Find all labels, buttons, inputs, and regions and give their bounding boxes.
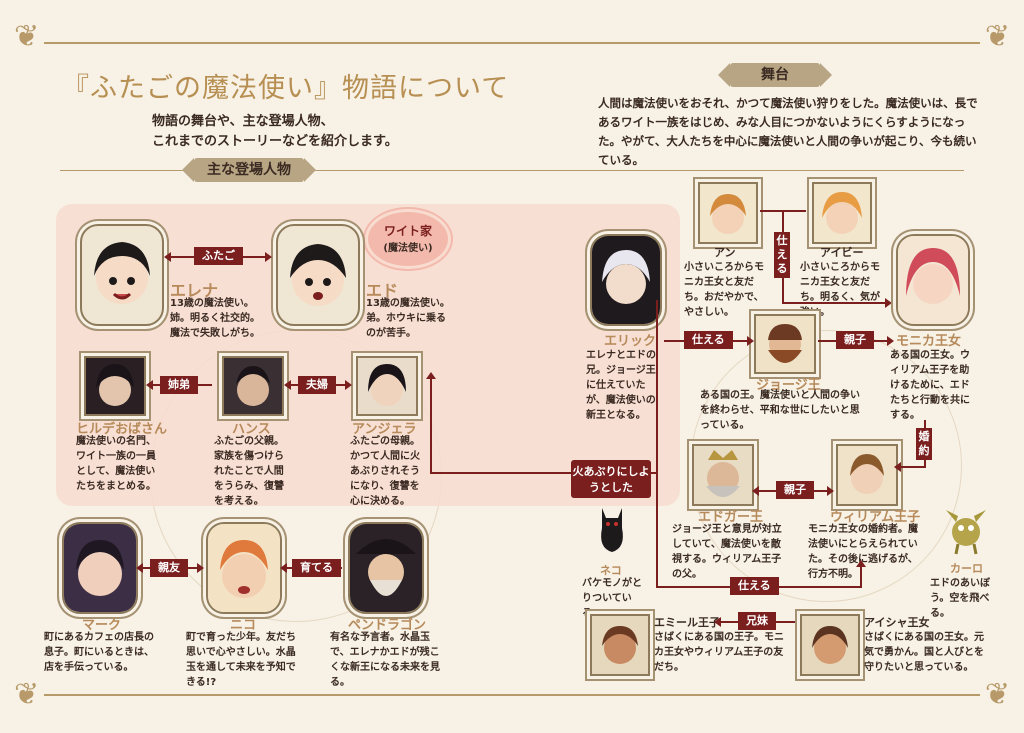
mark-portrait — [62, 522, 138, 614]
cat-icon — [592, 500, 632, 556]
engaged-h — [894, 462, 926, 472]
mark-desc: 町にあるカフェの店長の息子。町にいるときは、店を手伝っている。 — [44, 632, 154, 673]
corner-ornament-icon: ❦ — [14, 19, 40, 54]
pendragon-portrait — [348, 522, 424, 614]
angela-desc: ふたごの母親。かつて人間に火あぶりされそうになり、復讐を心に決める。 — [350, 436, 420, 507]
magic-circle-deco — [690, 330, 962, 602]
william-portrait — [836, 444, 898, 506]
intro-line-2: これまでのストーリーなどを紹介します。 — [152, 134, 398, 149]
rel-brothers: 兄妹 — [738, 612, 776, 630]
rel-raise: 育てる — [292, 559, 341, 577]
rel-fire: 火あぶりにしようとした — [571, 460, 651, 498]
rel-best-friend: 親友 — [150, 559, 188, 577]
pendragon-desc: 有名な予言者。水晶玉で、エレナかエドが残こくな新王になる未来を見る。 — [330, 632, 440, 688]
page-title: 『ふたごの魔法使い』物語について — [62, 73, 510, 104]
serve-bottom-up — [856, 560, 866, 588]
fire-arrow-up — [426, 372, 436, 382]
eric-name: エリック — [604, 334, 657, 349]
edgar-name: エドガー王 — [698, 510, 764, 525]
rel-serve-bottom: 仕える — [730, 577, 779, 595]
aisha-portrait — [800, 614, 860, 676]
neko-name: ネコ — [600, 564, 622, 577]
angela-name: アンジェラ — [352, 422, 417, 437]
anne-portrait — [698, 182, 758, 244]
monica-desc: ある国の王女。ウィリアム王子を助けるために、エドたちと行動を共にする。 — [890, 350, 970, 421]
stage-text: 人間は魔法使いをおそれ、かつて魔法使い狩りをした。魔法使いは、長であるワイト一族… — [598, 96, 978, 167]
eric-portrait — [590, 234, 662, 326]
edgar-desc: ジョージ王と意見が対立していて、魔法使いを敵視する。ウィリアム王子の父。 — [672, 524, 782, 580]
aisha-desc: さばくにある国の王女。元気で勇かん。国と人びとを守りたいと思っている。 — [864, 632, 984, 673]
corner-ornament-icon: ❦ — [14, 677, 40, 712]
corner-ornament-icon: ❦ — [984, 677, 1010, 712]
elena-desc: 13歳の魔法使い。姉。明るく社交的。魔法で失敗しがち。 — [170, 298, 260, 339]
intro-line-1: 物語の舞台や、主な登場人物、 — [152, 114, 334, 129]
rel-parent-george: 親子 — [836, 331, 874, 349]
mark-name: マーク — [82, 618, 122, 633]
bottom-border — [44, 694, 980, 696]
hilde-desc: 魔法使いの名門、ワイト一族の一員として、魔法使いたちをまとめる。 — [76, 436, 156, 492]
eric-desc: エレナとエドの兄。ジョージ王に仕えていたが、魔法使いの新王となる。 — [586, 350, 656, 421]
rel-parent-edgar: 親子 — [776, 481, 814, 499]
white-house-label: ワイト家 — [383, 224, 432, 238]
emil-name: エミール王子 — [654, 616, 720, 629]
hilde-portrait — [84, 356, 146, 416]
nico-name: ニコ — [230, 618, 257, 633]
rel-serve-anne: 仕える — [774, 232, 790, 278]
karo-desc: エドのあいぼう。空を飛べる。 — [930, 578, 990, 619]
rel-serve-eric: 仕える — [684, 331, 733, 349]
fire-line-h2 — [650, 472, 658, 474]
karo-name: カーロ — [950, 562, 983, 575]
hans-name: ハンス — [232, 422, 271, 437]
nico-portrait — [206, 522, 282, 614]
ed-portrait — [276, 224, 360, 326]
pendragon-name: ペンドラゴン — [348, 618, 427, 633]
rel-twins: ふたご — [194, 247, 243, 265]
neko-desc: バケモノがとりついている。 — [582, 578, 642, 619]
characters-banner: 主な登場人物 — [182, 158, 316, 182]
angela-portrait — [356, 356, 418, 416]
rel-siblings: 姉弟 — [160, 376, 198, 394]
fire-line-h — [430, 472, 574, 474]
george-portrait — [754, 314, 816, 374]
anne-name: アン — [714, 246, 736, 259]
top-border — [44, 42, 980, 44]
stage-banner: 舞台 — [718, 63, 832, 87]
ed-desc: 13歳の魔法使い。弟。ホウキに乗るのが苦手。 — [366, 298, 450, 339]
eric-down-line — [656, 300, 658, 586]
elena-name: エレナ — [170, 281, 219, 300]
anne-desc: 小さいころからモニカ王女と友だち。おだやかで、やさしい。 — [684, 262, 764, 318]
emil-portrait — [590, 614, 650, 676]
ivy-desc: 小さいころからモニカ王女と友だち。明るく、気が強い。 — [800, 262, 880, 318]
white-house-sub: (魔法使い) — [383, 243, 433, 254]
monica-portrait — [896, 234, 970, 326]
hans-desc: ふたごの父親。家族を傷つけられたことで人間をうらみ、復讐を考える。 — [214, 436, 284, 507]
monica-name: モニカ王女 — [896, 334, 962, 349]
george-name: ジョージ王 — [756, 378, 821, 393]
karo-icon — [942, 500, 990, 556]
fire-line-v — [430, 380, 432, 474]
rel-engaged: 婚約 — [916, 428, 932, 460]
corner-ornament-icon: ❦ — [984, 19, 1010, 54]
section-divider — [60, 170, 964, 171]
william-desc: モニカ王女の婚約者。魔法使いにとらえられていた。その後に逃げるが、行方不明。 — [808, 524, 918, 580]
hilde-name: ヒルデおばさん — [76, 422, 168, 437]
nico-desc: 町で育った少年。友だち思いで心やさしい。水晶玉を通して未来を予知できる!? — [186, 632, 296, 688]
hans-portrait — [222, 356, 284, 416]
ivy-portrait — [812, 182, 872, 244]
ed-name: エド — [366, 281, 399, 300]
george-desc: ある国の王。魔法使いと人間の争いを終わらせ、平和な世にしたいと思っている。 — [700, 390, 860, 431]
aisha-name: アイシャ王女 — [864, 616, 930, 629]
ivy-name: アイビー — [820, 246, 864, 259]
elena-portrait — [80, 224, 164, 326]
edgar-portrait — [692, 444, 754, 506]
serve-monica-h — [782, 298, 892, 308]
william-name: ウィリアム王子 — [830, 510, 921, 525]
emil-desc: さばくにある国の王子。モニカ王女やウィリアム王子の友だち。 — [654, 632, 784, 673]
rel-couple: 夫婦 — [298, 376, 336, 394]
white-house-badge: ワイト家 (魔法使い) — [368, 212, 448, 266]
